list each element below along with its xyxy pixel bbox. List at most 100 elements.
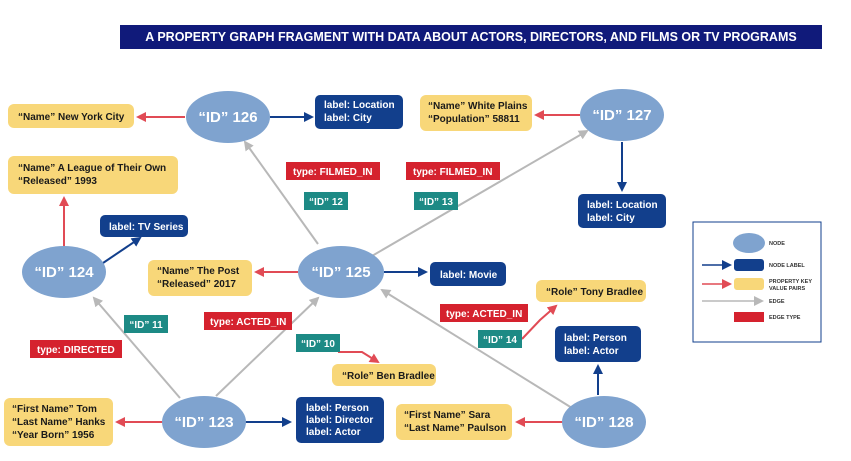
- property-arrow-edge-10: [338, 351, 380, 364]
- edge-125-to-126: [243, 140, 319, 245]
- diagram-title: A PROPERTY GRAPH FRAGMENT WITH DATA ABOU…: [120, 25, 822, 49]
- property-box-124[interactable]: “Name” A League of Their Own “Released” …: [8, 156, 178, 194]
- property-box-128[interactable]: “First Name” Sara “Last Name” Paulson: [396, 404, 512, 440]
- property-box-123-line-2: “Last Name” Hanks: [12, 417, 106, 428]
- edge-id-10-text: “ID” 10: [301, 339, 335, 350]
- legend-node-label-swatch: [734, 259, 764, 271]
- label-box-128-line-1: label: Person: [564, 333, 627, 344]
- node-127-label: “ID” 127: [592, 107, 651, 124]
- legend-property-text-1: PROPERTY KEY: [769, 279, 812, 285]
- edge-type-10-text: type: ACTED_IN: [210, 317, 286, 328]
- node-126[interactable]: “ID” 126: [186, 91, 270, 143]
- node-126-label: “ID” 126: [198, 109, 257, 126]
- label-box-128-line-2: label: Actor: [564, 346, 619, 357]
- property-box-126-line-1: “Name” New York City: [18, 112, 125, 123]
- label-box-127[interactable]: label: Location label: City: [578, 194, 666, 228]
- property-box-edge-14-line-1: “Role” Tony Bradlee: [546, 287, 643, 298]
- legend: NODE NODE LABEL PROPERTY KEY VALUE PAIRS…: [692, 221, 822, 343]
- node-127[interactable]: “ID” 127: [580, 89, 664, 141]
- legend-property-swatch: [734, 278, 764, 290]
- edge-128-to-125: [380, 288, 573, 409]
- legend-edge-type-text: EDGE TYPE: [769, 315, 801, 321]
- node-128-label: “ID” 128: [574, 414, 633, 431]
- property-box-124-line-2: “Released” 1993: [18, 176, 97, 187]
- edge-type-12[interactable]: type: FILMED_IN: [286, 162, 380, 180]
- edge-type-14-text: type: ACTED_IN: [446, 309, 522, 320]
- edge-type-13[interactable]: type: FILMED_IN: [406, 162, 500, 180]
- label-box-123-line-2: label: Director: [306, 415, 373, 426]
- legend-edge-text: EDGE: [769, 299, 785, 305]
- legend-node-label-text: NODE LABEL: [769, 263, 805, 269]
- edge-type-14[interactable]: type: ACTED_IN: [440, 304, 528, 322]
- edge-123-to-125: [215, 296, 320, 397]
- property-box-edge-10[interactable]: “Role” Ben Bradlee: [332, 364, 436, 386]
- label-box-126-line-1: label: Location: [324, 100, 395, 111]
- edge-125-to-127: [364, 129, 589, 261]
- label-box-123[interactable]: label: Person label: Director label: Act…: [296, 397, 384, 443]
- edge-id-14[interactable]: “ID” 14: [478, 330, 522, 348]
- edge-type-12-text: type: FILMED_IN: [293, 167, 372, 178]
- edge-id-14-text: “ID” 14: [483, 335, 517, 346]
- nodes-layer: “ID” 126 “ID” 127 “ID” 124 “ID” 125 “ID”…: [22, 89, 664, 448]
- label-arrow-124: [102, 236, 142, 264]
- label-box-127-line-2: label: City: [587, 213, 635, 224]
- property-box-edge-10-line-1: “Role” Ben Bradlee: [342, 371, 435, 382]
- edge-type-11[interactable]: type: DIRECTED: [30, 340, 122, 358]
- edge-id-13-text: “ID” 13: [419, 197, 453, 208]
- legend-edge-type-swatch: [734, 312, 764, 322]
- edge-types-layer: type: FILMED_IN type: FILMED_IN type: DI…: [30, 162, 528, 358]
- node-128[interactable]: “ID” 128: [562, 396, 646, 448]
- edges-layer: [92, 129, 589, 409]
- edge-id-11[interactable]: “ID” 11: [124, 315, 168, 333]
- legend-node-text: NODE: [769, 241, 785, 247]
- property-box-128-line-2: “Last Name” Paulson: [404, 423, 506, 434]
- label-box-123-line-3: label: Actor: [306, 427, 361, 438]
- property-box-124-line-1: “Name” A League of Their Own: [18, 163, 166, 174]
- node-124[interactable]: “ID” 124: [22, 246, 106, 298]
- label-box-123-line-1: label: Person: [306, 403, 369, 414]
- edge-id-13[interactable]: “ID” 13: [414, 192, 458, 210]
- property-box-127[interactable]: “Name” White Plains “Population” 58811: [420, 95, 532, 131]
- label-box-126[interactable]: label: Location label: City: [315, 95, 403, 129]
- property-box-125-line-2: “Released” 2017: [157, 279, 236, 290]
- property-boxes-layer: “Name” New York City “Name” White Plains…: [4, 95, 646, 446]
- property-box-127-line-1: “Name” White Plains: [428, 101, 528, 112]
- property-box-123[interactable]: “First Name” Tom “Last Name” Hanks “Year…: [4, 398, 113, 446]
- property-box-123-line-3: “Year Born” 1956: [12, 430, 95, 441]
- node-124-label: “ID” 124: [34, 264, 94, 281]
- node-123[interactable]: “ID” 123: [162, 396, 246, 448]
- property-box-127-line-2: “Population” 58811: [428, 114, 520, 125]
- edge-id-12[interactable]: “ID” 12: [304, 192, 348, 210]
- label-box-125[interactable]: label: Movie: [430, 262, 506, 286]
- property-box-123-line-1: “First Name” Tom: [12, 404, 97, 415]
- legend-property-text-2: VALUE PAIRS: [769, 286, 805, 292]
- edge-type-10[interactable]: type: ACTED_IN: [204, 312, 292, 330]
- label-box-126-line-2: label: City: [324, 113, 372, 124]
- edge-id-10[interactable]: “ID” 10: [296, 334, 340, 352]
- legend-node-swatch: [733, 233, 765, 253]
- property-arrow-edge-14: [521, 304, 558, 340]
- property-box-125[interactable]: “Name” The Post “Released” 2017: [148, 260, 252, 296]
- property-box-128-line-1: “First Name” Sara: [404, 410, 491, 421]
- node-125[interactable]: “ID” 125: [298, 246, 384, 298]
- edge-id-11-text: “ID” 11: [129, 320, 163, 331]
- node-123-label: “ID” 123: [174, 414, 233, 431]
- property-box-edge-14[interactable]: “Role” Tony Bradlee: [536, 280, 646, 302]
- property-box-126[interactable]: “Name” New York City: [8, 104, 134, 128]
- edge-ids-layer: “ID” 12 “ID” 13 “ID” 11 “ID” 10 “ID” 14: [124, 192, 522, 352]
- label-box-124[interactable]: label: TV Series: [100, 215, 188, 237]
- edge-123-to-124: [92, 296, 181, 399]
- node-125-label: “ID” 125: [311, 264, 370, 281]
- property-box-125-line-1: “Name” The Post: [157, 266, 240, 277]
- edge-type-13-text: type: FILMED_IN: [413, 167, 492, 178]
- label-box-128[interactable]: label: Person label: Actor: [555, 326, 641, 362]
- edge-id-12-text: “ID” 12: [309, 197, 343, 208]
- label-boxes-layer: label: Location label: City label: Locat…: [100, 95, 666, 443]
- label-box-125-line-1: label: Movie: [440, 270, 498, 281]
- property-arrows-layer: [59, 110, 580, 427]
- label-box-124-line-1: label: TV Series: [109, 222, 184, 233]
- label-arrows-layer: [102, 112, 627, 427]
- edge-type-11-text: type: DIRECTED: [37, 345, 115, 356]
- label-box-127-line-1: label: Location: [587, 200, 658, 211]
